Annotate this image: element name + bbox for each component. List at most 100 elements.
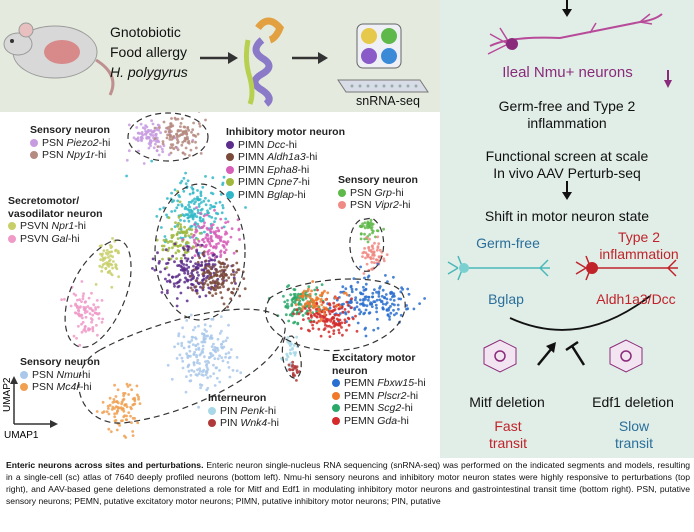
umap-point (297, 303, 301, 306)
umap-point (308, 296, 312, 299)
umap-point (78, 298, 81, 301)
cluster-outlines (64, 112, 406, 424)
umap-point (378, 255, 381, 259)
umap-point (355, 305, 359, 309)
umap-point (166, 197, 169, 200)
legend-dot (332, 404, 340, 412)
umap-point (125, 382, 129, 386)
umap-point (101, 411, 104, 414)
umap-point (144, 129, 148, 133)
umap-point (186, 286, 190, 290)
umap-point (185, 213, 189, 216)
umap-point (389, 291, 392, 295)
umap-point (193, 350, 197, 354)
umap-point (204, 203, 208, 207)
umap-point (317, 307, 321, 311)
legend-dot (8, 234, 16, 243)
umap-point (287, 319, 291, 323)
umap-point (290, 298, 294, 302)
umap-point (377, 292, 381, 295)
umap-point (364, 334, 368, 338)
umap-point (295, 365, 299, 369)
umap-point (189, 313, 193, 317)
perturbation-illustration (447, 0, 678, 373)
umap-point (212, 342, 215, 346)
umap-point (194, 242, 198, 245)
umap-point (362, 272, 366, 275)
umap-point (60, 298, 63, 301)
umap-point (189, 260, 193, 263)
activation-arrow-icon (537, 342, 556, 366)
umap-point (208, 240, 211, 244)
umap-point (206, 250, 210, 254)
umap-point (107, 407, 110, 410)
umap-point (177, 216, 181, 219)
umap-point (393, 294, 396, 298)
outline-sensory-top (127, 112, 209, 162)
umap-point (111, 255, 114, 259)
umap-point (210, 216, 214, 219)
germ-free-type2-label: Germ-free and Type 2 inflammation (498, 98, 636, 131)
umap-point (328, 324, 331, 328)
umap-point (209, 258, 213, 262)
umap-point (323, 321, 327, 324)
umap-point (194, 344, 198, 347)
umap-point (211, 317, 215, 321)
legend-item: PEMN Fbxw15-hi (332, 377, 426, 390)
fast-transit-label: Fast transit (488, 418, 528, 451)
umap-point (194, 348, 198, 351)
umap-point (74, 293, 78, 297)
umap-point (100, 265, 104, 269)
umap-point (363, 232, 366, 236)
umap-point (214, 292, 218, 295)
umap-point (82, 292, 85, 296)
umap-point (350, 306, 353, 309)
umap-point (230, 227, 234, 230)
umap-point (317, 297, 320, 301)
outline-secretomotor (64, 239, 132, 348)
umap-point (244, 206, 247, 209)
umap-point (186, 354, 190, 358)
umap-point (167, 246, 171, 250)
umap-point (90, 320, 93, 324)
umap-point (127, 123, 131, 127)
umap-point (361, 255, 364, 258)
umap-point (182, 335, 186, 339)
umap-point (213, 208, 216, 212)
umap-point (183, 136, 187, 140)
umap-point (189, 286, 193, 290)
umap-point (147, 129, 151, 133)
umap-point (319, 334, 323, 338)
umap-point (185, 267, 189, 271)
umap-point (204, 236, 208, 240)
umap-point (232, 287, 236, 291)
umap-point (162, 120, 166, 124)
umap-point (77, 308, 80, 312)
aav-icon-left (483, 339, 517, 373)
umap-point (125, 174, 128, 178)
umap-point (215, 234, 219, 237)
umap-point (130, 388, 134, 392)
umap-point (230, 281, 234, 285)
umap-point (181, 359, 185, 363)
umap-point (186, 207, 189, 211)
umap-point (180, 344, 184, 348)
umap-point (236, 218, 240, 222)
umap-point (151, 122, 155, 126)
umap-point (111, 401, 115, 404)
umap-point (406, 307, 410, 311)
umap-point (216, 348, 220, 352)
umap-point (180, 356, 184, 360)
umap-point (81, 297, 85, 301)
umap-point (156, 139, 159, 142)
umap-point (167, 258, 171, 261)
umap-point (122, 394, 125, 398)
umap-point (227, 366, 231, 369)
umap-point (155, 215, 159, 218)
umap-point (190, 224, 194, 228)
umap-point (192, 268, 196, 272)
umap-point (337, 313, 341, 317)
umap-point (311, 311, 314, 314)
umap-point (287, 284, 291, 287)
